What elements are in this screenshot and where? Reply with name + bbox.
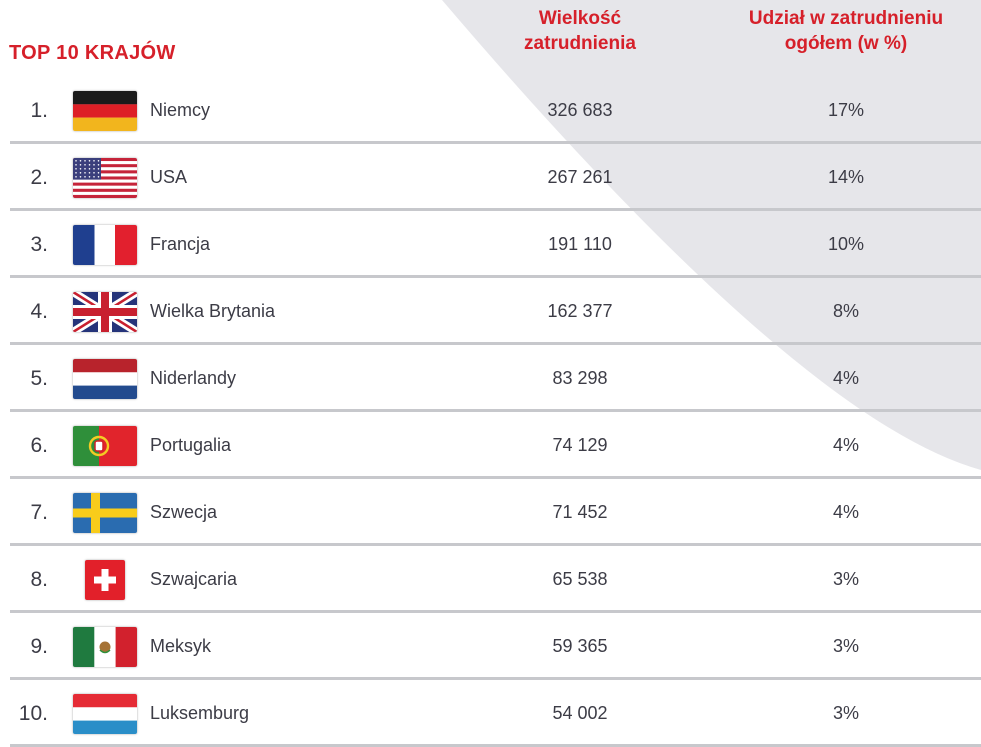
row-share: 3% [832,569,859,589]
usa-flag [73,158,137,198]
row-separator [10,610,981,613]
row-country: Francja [150,234,211,254]
row-share: 4% [832,502,859,522]
row-country: Wielka Brytania [150,301,276,321]
column-header-share: Udział w zatrudnieniu ogółem (w %) [715,6,977,56]
row-rank: 4. [30,300,48,323]
table-row: 7. Szwecja 71 452 4% [0,479,981,546]
flag-container [73,158,137,198]
row-share: 3% [832,636,859,656]
row-employment: 83 298 [552,368,608,388]
row-share: 10% [827,234,865,254]
column-header-employment: Wielkość zatrudnienia [505,6,655,56]
column-header-share-line2: ogółem (w %) [784,33,908,54]
row-share: 4% [832,435,859,455]
row-rank: 2. [30,166,48,189]
flag-container [73,426,137,466]
flag-container [73,225,137,265]
portugal-flag [73,426,137,466]
row-employment: 59 365 [552,636,608,656]
row-separator [10,543,981,546]
uk-flag [73,292,137,332]
table-header: TOP 10 KRAJÓW Wielkość zatrudnienia Udzi… [0,0,981,80]
flag-container [73,91,137,131]
row-employment: 191 110 [548,234,612,254]
row-share: 14% [827,167,865,187]
row-separator [10,744,981,747]
row-country: Portugalia [150,435,232,455]
table-row: 5. Niderlandy 83 298 4% [0,345,981,412]
row-separator [10,476,981,479]
table-row: 3. Francja 191 110 10% [0,211,981,278]
table-row: 8. Szwajcaria 65 538 3% [0,546,981,613]
row-employment: 71 452 [552,502,608,522]
row-separator [10,141,981,144]
table-row: 1. Niemcy 326 683 17% [0,77,981,144]
row-country: Luksemburg [150,703,250,723]
row-separator [10,677,981,680]
flag-container [73,627,137,667]
flag-container [73,560,137,600]
row-rank: 3. [30,233,48,256]
row-employment: 326 683 [547,100,613,120]
row-separator [10,208,981,211]
column-header-employment-line2: zatrudnienia [524,33,636,54]
netherlands-flag [73,359,137,399]
row-rank: 9. [30,635,48,658]
row-share: 4% [832,368,859,388]
table-row: 6. Portugalia 74 129 4% [0,412,981,479]
row-share: 8% [832,301,859,321]
column-header-employment-line1: Wielkość [538,8,622,29]
row-country: Niemcy [150,100,211,120]
table-title: TOP 10 KRAJÓW [9,42,176,64]
row-separator [10,342,981,345]
row-country: USA [150,167,188,187]
row-rank: 8. [30,568,48,591]
row-country: Meksyk [150,636,212,656]
row-employment: 65 538 [552,569,608,589]
row-rank: 5. [30,367,48,390]
row-employment: 74 129 [552,435,608,455]
luxembourg-flag [73,694,137,734]
table-row: 10. Luksemburg 54 002 3% [0,680,981,747]
row-rank: 1. [30,99,48,122]
row-share: 3% [832,703,859,723]
row-employment: 267 261 [547,167,613,187]
sweden-flag [73,493,137,533]
germany-flag [73,91,137,131]
flag-container [73,292,137,332]
column-header-share-line1: Udział w zatrudnieniu [748,8,944,29]
row-separator [10,275,981,278]
row-share: 17% [827,100,865,120]
france-flag [73,225,137,265]
table-row: 2. USA 267 261 14% [0,144,981,211]
row-separator [10,409,981,412]
row-country: Szwajcaria [150,569,238,589]
table-row: 9. Meksyk 59 365 3% [0,613,981,680]
row-country: Niderlandy [150,368,237,388]
row-rank: 7. [30,501,48,524]
row-employment: 162 377 [547,301,613,321]
flag-container [73,694,137,734]
row-rank: 6. [30,434,48,457]
flag-container [73,359,137,399]
country-table: 1. Niemcy 326 683 17% 2. USA 267 261 14% 3. Franc… [0,77,981,747]
table-row: 4. Wielka Brytania 162 377 8% [0,278,981,345]
switzerland-flag [85,560,125,600]
mexico-flag [73,627,137,667]
row-rank: 10. [18,702,48,725]
flag-container [73,493,137,533]
row-employment: 54 002 [552,703,608,723]
row-country: Szwecja [150,502,218,522]
